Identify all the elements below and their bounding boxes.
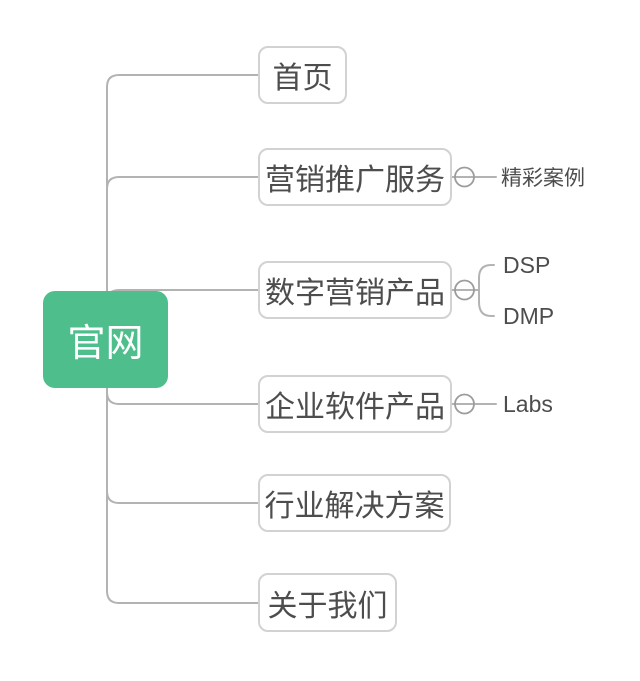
node-home[interactable]: 首页 bbox=[258, 46, 347, 104]
node-industry-solutions[interactable]: 行业解决方案 bbox=[258, 474, 451, 532]
connector-root-to-home bbox=[106, 74, 259, 340]
connector-digital-to-dmp bbox=[478, 289, 495, 317]
leaf-dmp[interactable]: DMP bbox=[503, 302, 555, 329]
connector-root-to-about-us bbox=[106, 338, 259, 604]
connector-root-to-marketing-services bbox=[106, 176, 259, 340]
leaf-dsp[interactable]: DSP bbox=[503, 251, 551, 278]
root-node-official-site[interactable]: 官网 bbox=[43, 291, 168, 388]
leaf-great-cases[interactable]: 精彩案例 bbox=[501, 167, 585, 190]
node-marketing-promotion-services[interactable]: 营销推广服务 bbox=[258, 148, 452, 206]
collapse-toggle-icon[interactable] bbox=[454, 166, 475, 188]
collapse-toggle-icon[interactable] bbox=[454, 393, 475, 415]
node-digital-marketing-products[interactable]: 数字营销产品 bbox=[258, 261, 452, 319]
leaf-labs[interactable]: Labs bbox=[503, 390, 553, 417]
node-about-us[interactable]: 关于我们 bbox=[258, 573, 397, 632]
node-enterprise-software-products[interactable]: 企业软件产品 bbox=[258, 375, 452, 433]
collapse-toggle-icon[interactable] bbox=[454, 279, 475, 301]
connector-digital-to-dsp bbox=[478, 264, 495, 291]
